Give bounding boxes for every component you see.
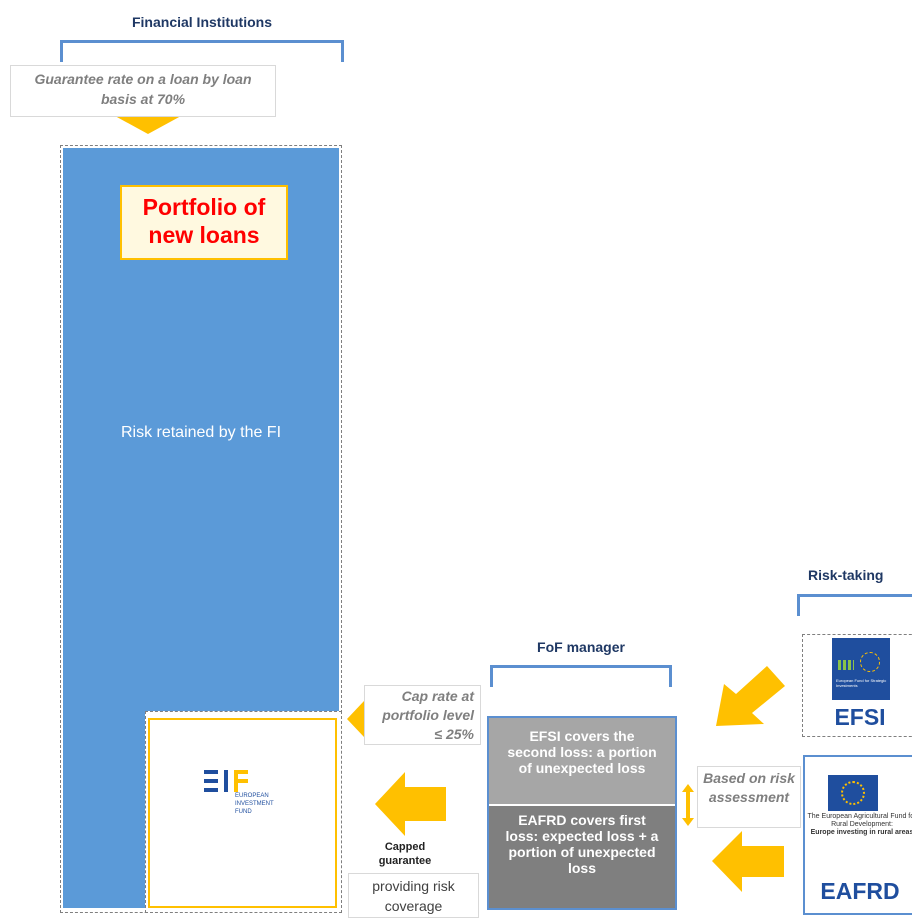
eafrd-logo-frame — [803, 755, 912, 915]
efsi-bars-icon — [838, 660, 854, 670]
financial-institutions-header: Financial Institutions — [131, 14, 272, 30]
fof-boxes-frame — [487, 716, 677, 910]
portfolio-title-box: Portfolio of new loans — [120, 185, 288, 260]
guarantee-rate-note: Guarantee rate on a loan by loan basis a… — [10, 65, 276, 117]
fof-manager-bracket — [490, 665, 672, 687]
left-arrow-to-eif — [375, 772, 446, 836]
efsi-covers-box: EFSI covers the second loss: a portion o… — [489, 718, 675, 804]
providing-risk-coverage-note: providing risk coverage — [348, 873, 479, 918]
risk-retained-label: Risk retained by the FI — [120, 424, 282, 441]
based-on-risk-note: Based on risk assessment — [697, 766, 801, 828]
capped-guarantee-label: Capped guarantee — [378, 841, 432, 867]
eafrd-covers-box: EAFRD covers first loss: expected loss +… — [489, 806, 675, 908]
cap-rate-note: Cap rate at portfolio level ≤ 25% — [364, 685, 481, 745]
cap-rate-triangle — [347, 701, 364, 737]
double-arrow — [682, 784, 694, 826]
efsi-flag: European Fund for Strategic Investments — [832, 638, 890, 700]
efsi-label: EFSI — [834, 704, 886, 730]
risk-taking-header: Risk-taking — [808, 567, 884, 583]
eif-text: EUROPEAN INVESTMENT FUND — [235, 792, 305, 816]
eif-mark — [204, 770, 258, 792]
eif-text-line2: INVESTMENT — [235, 801, 274, 807]
eu-stars-icon — [841, 781, 865, 805]
eafrd-flag — [828, 775, 878, 811]
eif-text-line3: FUND — [235, 809, 252, 815]
guarantee-triangle — [115, 116, 181, 134]
eif-logo: EUROPEAN INVESTMENT FUND — [204, 770, 304, 830]
financial-institutions-bracket — [60, 40, 344, 62]
eafrd-caption-line2: Europe investing in rural areas — [810, 829, 912, 836]
left-arrow-from-eafrd — [712, 831, 784, 892]
efsi-logo-frame — [802, 634, 912, 737]
risk-taking-bracket — [797, 594, 912, 616]
efsi-stars-icon — [860, 652, 880, 672]
eafrd-caption: The European Agricultural Fund for Rural… — [806, 813, 912, 837]
diagonal-arrow-from-efsi — [716, 666, 785, 726]
portfolio-title: Portfolio of new loans — [142, 194, 266, 248]
eafrd-caption-line1: The European Agricultural Fund for Rural… — [807, 813, 912, 828]
eif-text-line1: EUROPEAN — [235, 793, 269, 799]
eif-box — [148, 718, 337, 908]
fof-manager-header: FoF manager — [537, 639, 625, 655]
eafrd-label: EAFRD — [820, 878, 900, 904]
efsi-small-text: European Fund for Strategic Investments — [836, 678, 887, 688]
